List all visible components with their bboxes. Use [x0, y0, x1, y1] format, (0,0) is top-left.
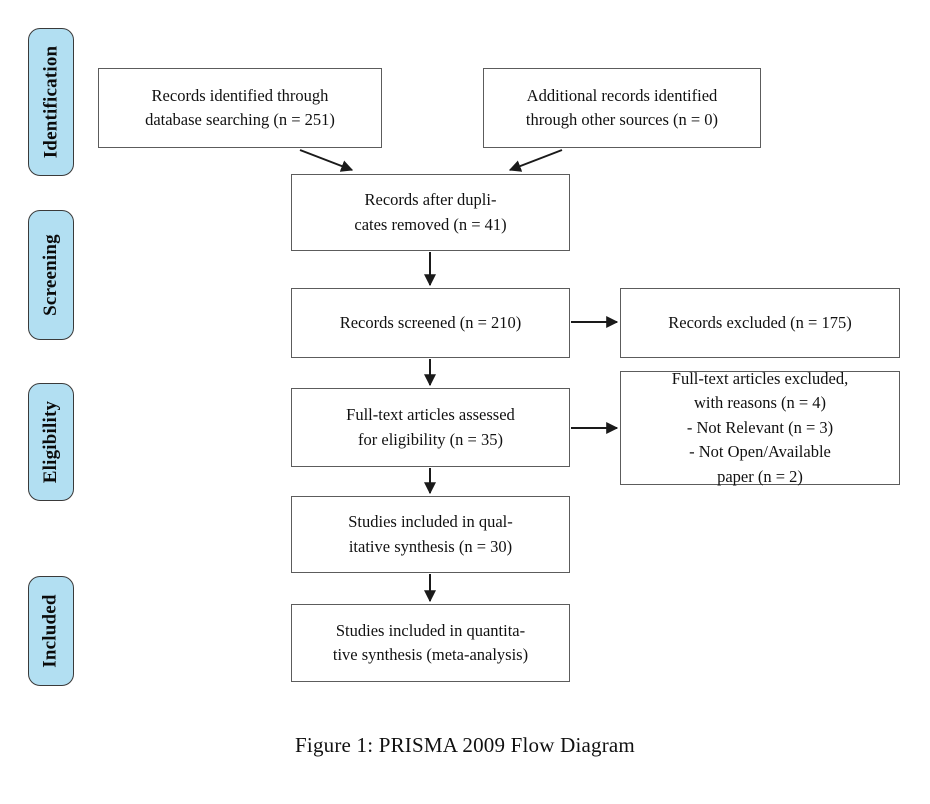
box-records-screened-text: Records screened (n = 210)	[339, 312, 522, 332]
box-additional-records-other-sources-text: Additional records identified through ot…	[525, 85, 719, 129]
box-records-after-duplicates-text: Records after dupli- cates removed (n = …	[354, 190, 507, 234]
stage-label-included-text: Included	[40, 594, 62, 668]
box-records-after-duplicates: Records after dupli- cates removed (n = …	[291, 174, 570, 251]
box-qualitative-synthesis-text: Studies included in qual- itative synthe…	[348, 512, 513, 556]
stage-label-screening: Screening	[28, 210, 74, 340]
box-qualitative-synthesis: Studies included in qual- itative synthe…	[291, 496, 570, 573]
arrow-other-sources-to-duplicates	[508, 149, 563, 172]
box-fulltext-excluded: Full-text articles excluded, with reason…	[620, 369, 900, 486]
arrow-database-to-duplicates	[299, 149, 354, 172]
box-quantitative-synthesis: Studies included in quantita- tive synth…	[291, 604, 570, 682]
stage-label-screening-text: Screening	[40, 234, 62, 316]
stage-label-identification-text: Identification	[40, 45, 61, 159]
box-quantitative-synthesis-text: Studies included in quantita- tive synth…	[332, 620, 529, 664]
box-fulltext-assessed-text: Full-text articles assessed for eligibil…	[346, 405, 515, 449]
box-records-identified-database-text: Records identified through database sear…	[145, 85, 335, 129]
stage-label-eligibility-text: Eligibility	[40, 400, 62, 484]
stage-label-eligibility: Eligibility	[28, 383, 74, 501]
box-fulltext-excluded-text: Full-text articles excluded, with reason…	[671, 368, 849, 486]
figure-caption: Figure 1: PRISMA 2009 Flow Diagram	[295, 733, 635, 757]
box-records-excluded-text: Records excluded (n = 175)	[668, 312, 852, 332]
box-records-excluded: Records excluded (n = 175)	[620, 288, 900, 358]
box-records-screened: Records screened (n = 210)	[291, 288, 570, 358]
stage-label-included: Included	[28, 576, 74, 686]
box-additional-records-other-sources: Additional records identified through ot…	[483, 68, 761, 148]
stage-label-identification: Identification	[28, 28, 74, 176]
box-fulltext-assessed: Full-text articles assessed for eligibil…	[291, 388, 570, 467]
box-records-identified-database: Records identified through database sear…	[98, 68, 382, 148]
